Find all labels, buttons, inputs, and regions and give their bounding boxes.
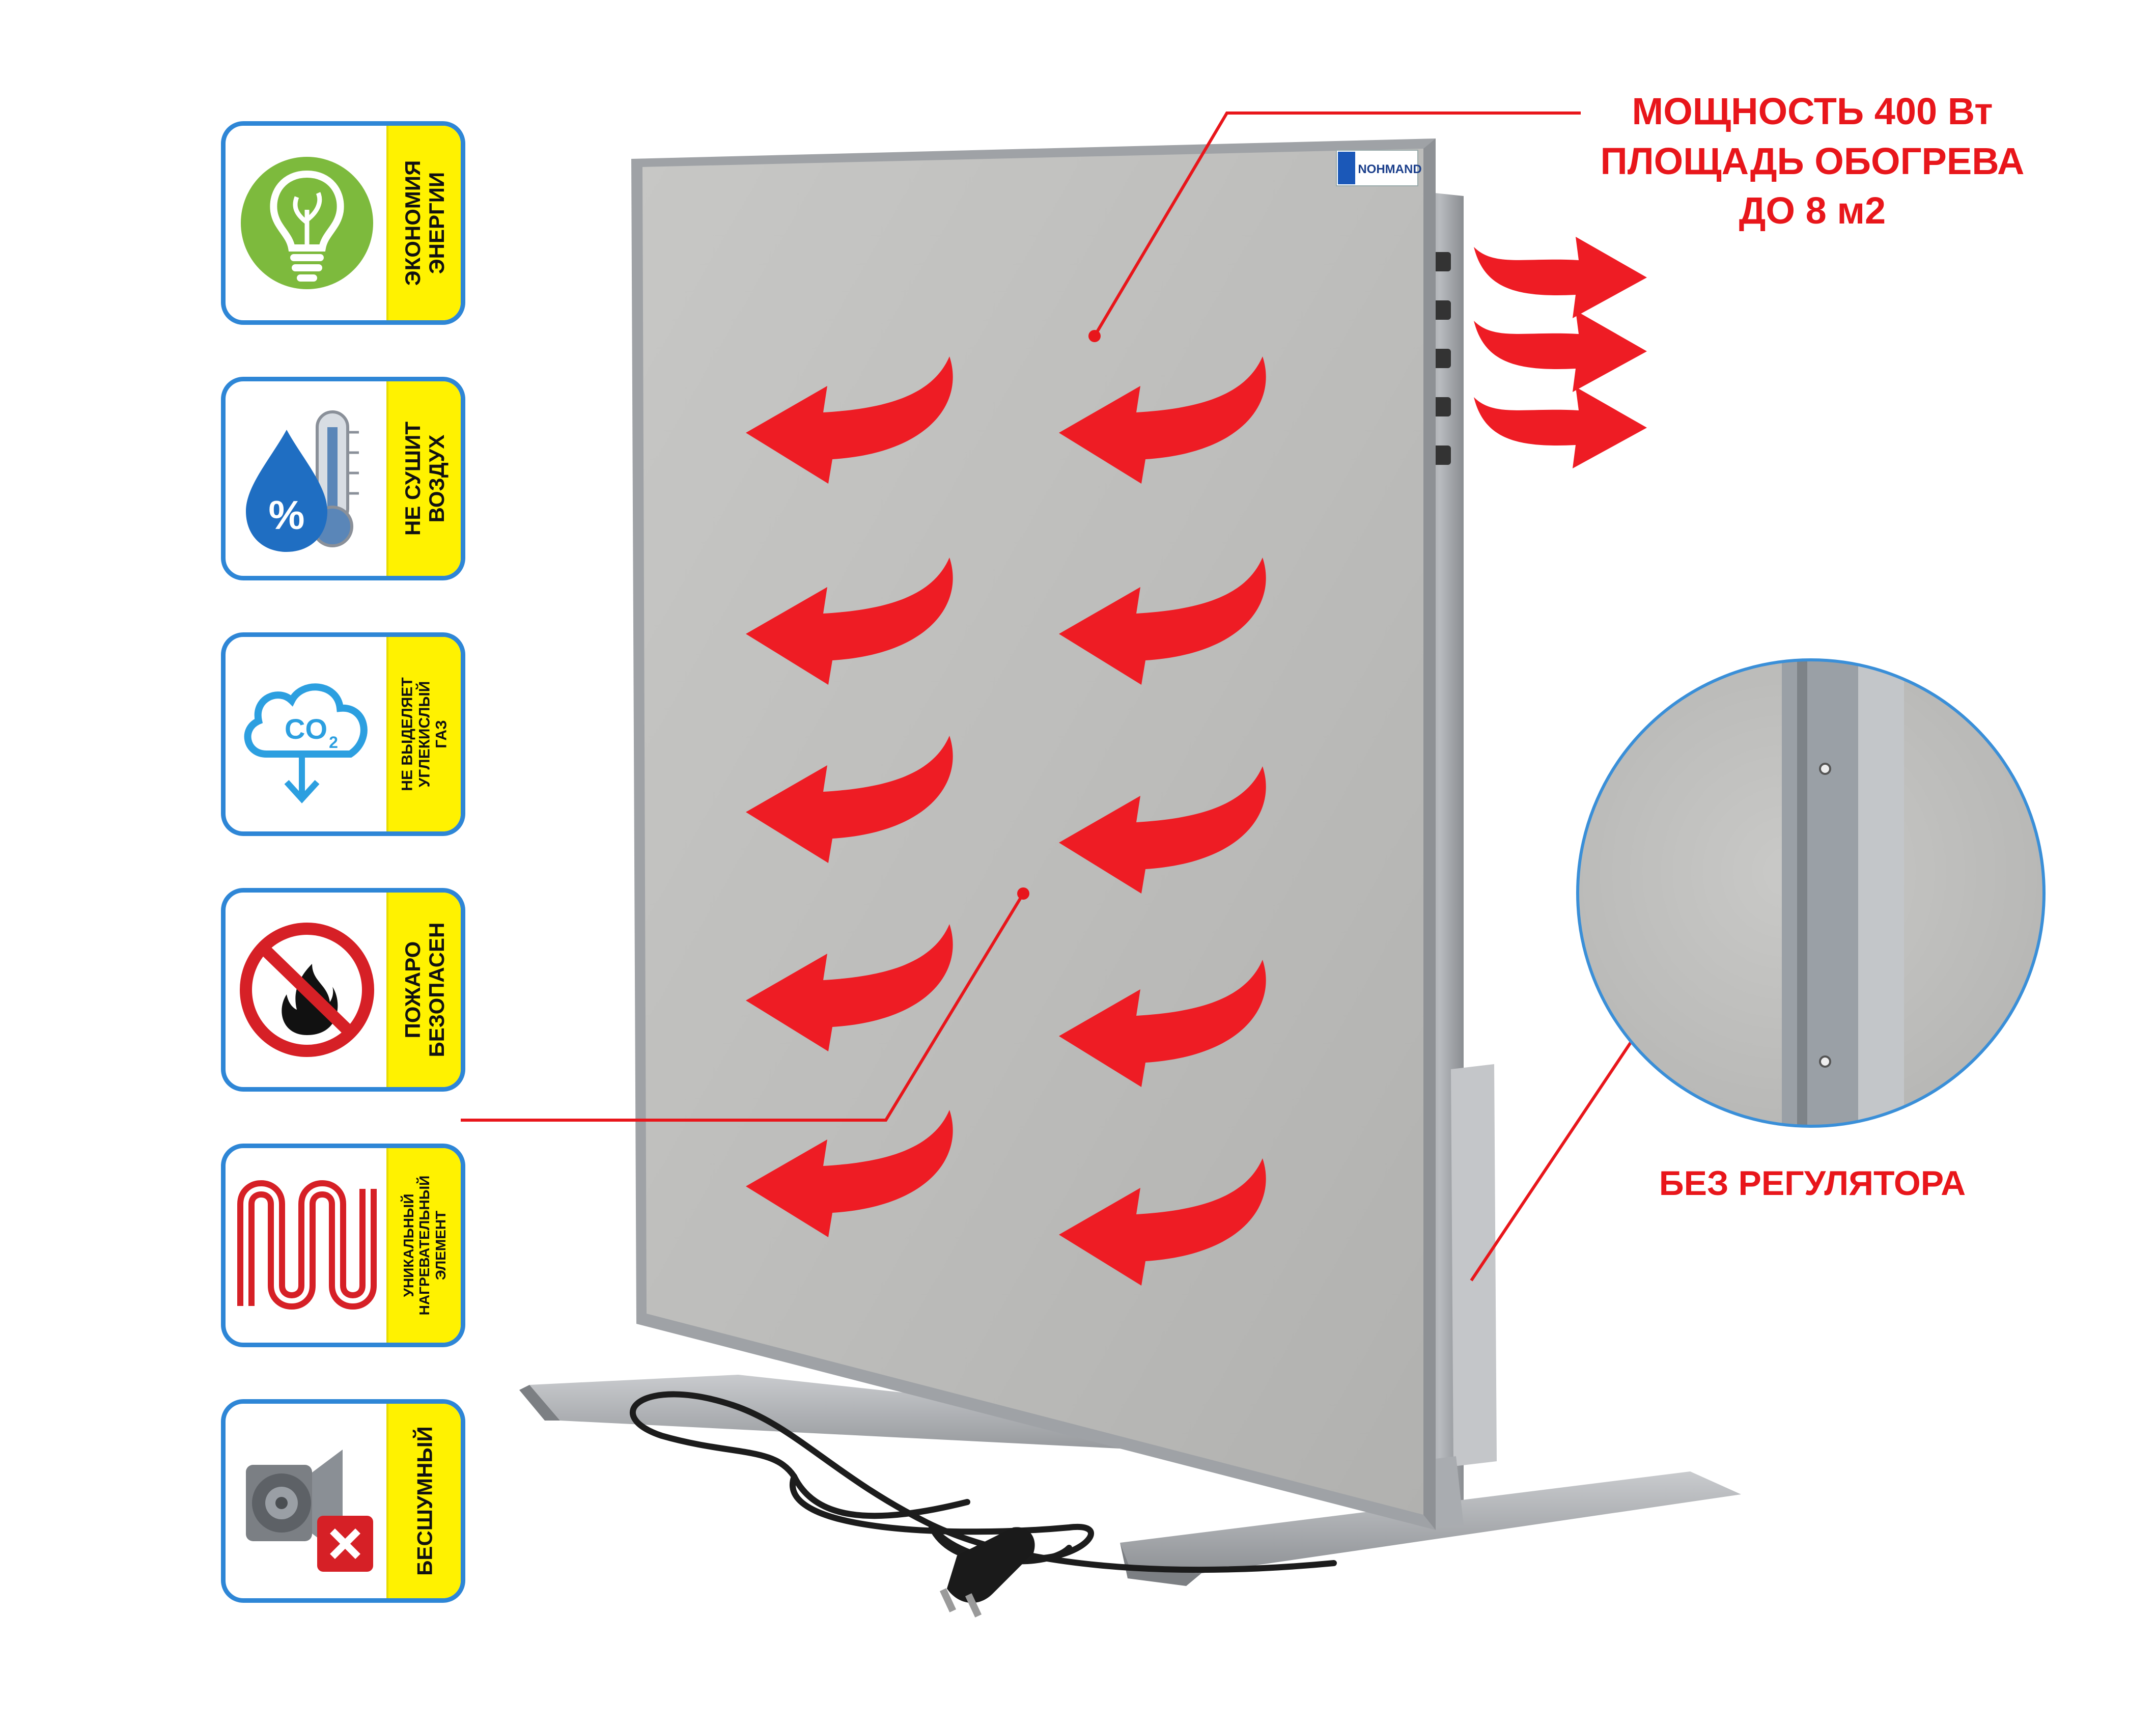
feature-text: УГЛЕКИСЛЫЙ (416, 681, 433, 788)
feature-label: НЕ СУШИТ ВОЗДУХ (386, 381, 461, 576)
heating-area-value: ДО 8 м2 (1739, 189, 1886, 232)
no-fire-icon (226, 893, 388, 1087)
svg-text:2: 2 (329, 733, 338, 752)
feature-text: БЕСШУМНЫЙ (412, 1426, 437, 1576)
feature-text: БЕЗОПАСЕН (425, 922, 449, 1058)
heat-arrow (1474, 237, 1647, 318)
feature-text: НЕ СУШИТ (400, 422, 425, 536)
svg-text:%: % (268, 492, 304, 538)
water-drop-thermometer-icon: % (226, 381, 388, 576)
specs-callout: МОЩНОСТЬ 400 Вт ПЛОЩАДЬ ОБОГРЕВА ДО 8 м2 (1568, 87, 2057, 236)
power-spec: МОЩНОСТЬ 400 Вт (1632, 90, 1993, 132)
feature-label: ПОЖАРО БЕЗОПАСЕН (386, 893, 461, 1087)
regulator-leader-line (1470, 1010, 1654, 1282)
feature-energy-saving: ЭКОНОМИЯ ЭНЕРГИИ (221, 121, 465, 325)
feature-text: ПОЖАРО (400, 941, 425, 1039)
feature-text: ЭКОНОМИЯ (400, 160, 425, 286)
feature-text: ВОЗДУХ (425, 434, 449, 523)
feature-text: УНИКАЛЬНЫЙ (400, 1193, 416, 1297)
feature-no-co2: CO 2 НЕ ВЫДЕЛЯЕТ УГЛЕКИСЛЫЙ ГАЗ (221, 632, 465, 836)
brand-label: NOHMAND (1336, 150, 1422, 186)
no-regulator-text: БЕЗ РЕГУЛЯТОРА (1659, 1164, 1966, 1203)
feature-text: ЭНЕРГИИ (425, 172, 449, 274)
feature-label: ЭКОНОМИЯ ЭНЕРГИИ (386, 126, 461, 320)
feature-text: НЕ ВЫДЕЛЯЕТ (399, 677, 416, 791)
brand-text: NOHMAND (1358, 162, 1421, 176)
heat-arrow (1474, 387, 1647, 468)
feature-text: ЭЛЕМЕНТ (432, 1210, 449, 1281)
heat-arrow (1474, 311, 1647, 392)
plug (939, 1527, 1035, 1618)
feature-label: БЕСШУМНЫЙ (386, 1404, 461, 1598)
svg-text:CO: CO (285, 713, 327, 745)
feature-text: НАГРЕВАТЕЛЬНЫЙ (416, 1175, 433, 1316)
feature-unique-heating-element: УНИКАЛЬНЫЙ НАГРЕВАТЕЛЬНЫЙ ЭЛЕМЕНТ (221, 1144, 465, 1347)
zoom-detail-circle (1576, 658, 2046, 1128)
heat-arrows-side (1474, 237, 1647, 468)
feature-silent: БЕСШУМНЫЙ (221, 1399, 465, 1603)
feature-no-drying: % НЕ СУШИТ ВОЗДУХ (221, 377, 465, 580)
heating-area-spec: ПЛОЩАДЬ ОБОГРЕВА (1600, 140, 2025, 182)
ceramic-panel (631, 138, 1436, 1530)
feature-label: УНИКАЛЬНЫЙ НАГРЕВАТЕЛЬНЫЙ ЭЛЕМЕНТ (386, 1148, 461, 1343)
feature-text: ГАЗ (433, 720, 450, 748)
feature-fire-safe: ПОЖАРО БЕЗОПАСЕН (221, 888, 465, 1092)
feature-label: НЕ ВЫДЕЛЯЕТ УГЛЕКИСЛЫЙ ГАЗ (386, 637, 461, 831)
specs-leader-line (1093, 112, 1581, 337)
heating-coil-icon (226, 1148, 388, 1343)
co2-cloud-icon: CO 2 (226, 637, 388, 831)
features-leader-line (461, 893, 1025, 1122)
no-regulator-callout: БЕЗ РЕГУЛЯТОРА (1604, 1163, 2021, 1203)
muted-speaker-icon (226, 1404, 388, 1598)
lightbulb-leaf-icon (226, 126, 388, 320)
